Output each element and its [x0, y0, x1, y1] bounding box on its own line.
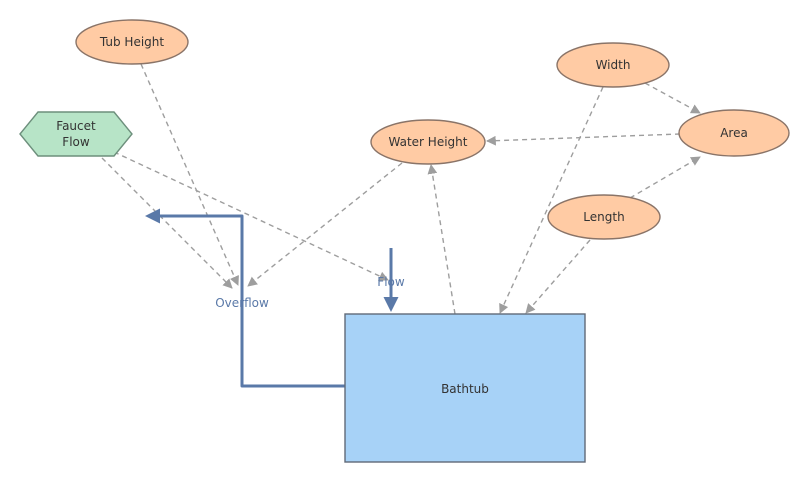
links-layer: [101, 63, 701, 315]
tub-height-ellipse: [75, 19, 189, 65]
node-tub-height[interactable]: Tub Height: [75, 19, 189, 65]
water-height-label: Water Height: [389, 135, 468, 149]
bathtub-rect: [344, 313, 586, 463]
length-label: Length: [583, 210, 624, 224]
node-width[interactable]: Width: [556, 42, 670, 88]
node-area[interactable]: Area: [678, 109, 790, 157]
area-label: Area: [720, 126, 748, 140]
faucet-flow-label-line1: Faucet: [56, 119, 96, 133]
faucet-flow-label-line2: Flow: [62, 135, 90, 149]
node-water-height[interactable]: Water Height: [370, 119, 486, 165]
width-ellipse: [556, 42, 670, 88]
link-tub-height-to-overflow: [140, 63, 239, 286]
link-water-height-to-overflow: [247, 162, 403, 287]
link-faucet-flow-to-inflow: [113, 151, 389, 281]
bathtub-label: Bathtub: [441, 382, 489, 396]
link-width-to-area: [644, 82, 701, 114]
node-length[interactable]: Length: [547, 194, 661, 240]
node-bathtub[interactable]: Bathtub: [344, 313, 586, 463]
link-length-to-area: [629, 156, 701, 199]
tub-height-label: Tub Height: [99, 35, 165, 49]
link-bathtub-to-water-height: [427, 164, 456, 315]
flows-layer: Overflow Flow: [145, 208, 405, 388]
overflow-pipe[interactable]: [145, 208, 345, 388]
area-ellipse: [678, 109, 790, 157]
inflow-label[interactable]: Flow: [377, 275, 405, 289]
water-height-ellipse: [370, 119, 486, 165]
link-faucet-flow-to-overflow: [101, 157, 233, 289]
width-label: Width: [596, 58, 631, 72]
faucet-flow-hexagon: [19, 111, 133, 157]
overflow-label[interactable]: Overflow: [215, 296, 269, 310]
link-area-to-water-height: [486, 133, 681, 146]
node-faucet-flow[interactable]: Faucet Flow: [19, 111, 133, 157]
nodes-layer: Tub Height Faucet Flow Water Height Widt…: [19, 19, 790, 463]
link-length-to-bathtub: [525, 239, 591, 314]
length-ellipse: [547, 194, 661, 240]
